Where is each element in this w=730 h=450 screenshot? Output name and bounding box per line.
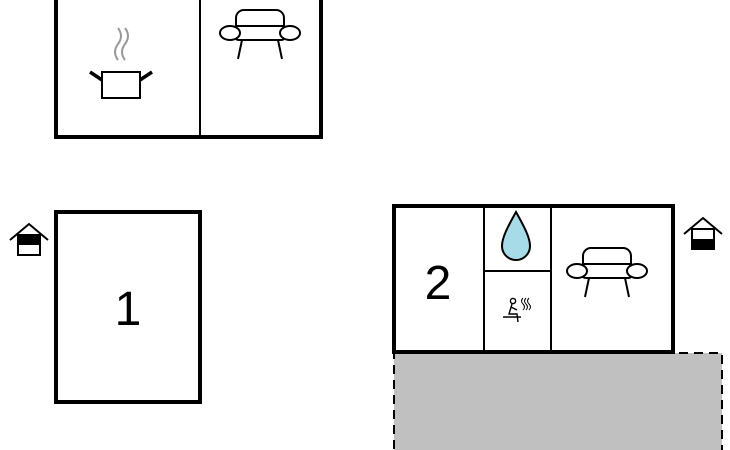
room-1-label: 1 xyxy=(115,283,142,336)
house-floor-icon xyxy=(683,216,723,250)
room-1: 1 xyxy=(54,210,202,404)
room-block-right: 2 xyxy=(392,204,675,354)
cooking-pot-icon xyxy=(89,27,153,99)
house-floor-icon xyxy=(9,222,49,256)
room-block-top xyxy=(54,0,323,139)
sofa-icon xyxy=(219,9,301,60)
sauna-icon xyxy=(503,297,531,323)
room-2-label: 2 xyxy=(425,257,452,310)
water-drop-icon xyxy=(500,209,532,261)
terrace xyxy=(393,352,723,450)
room-1-walls xyxy=(54,210,202,404)
room-block-top-walls xyxy=(54,0,323,139)
sofa-icon xyxy=(566,247,648,298)
